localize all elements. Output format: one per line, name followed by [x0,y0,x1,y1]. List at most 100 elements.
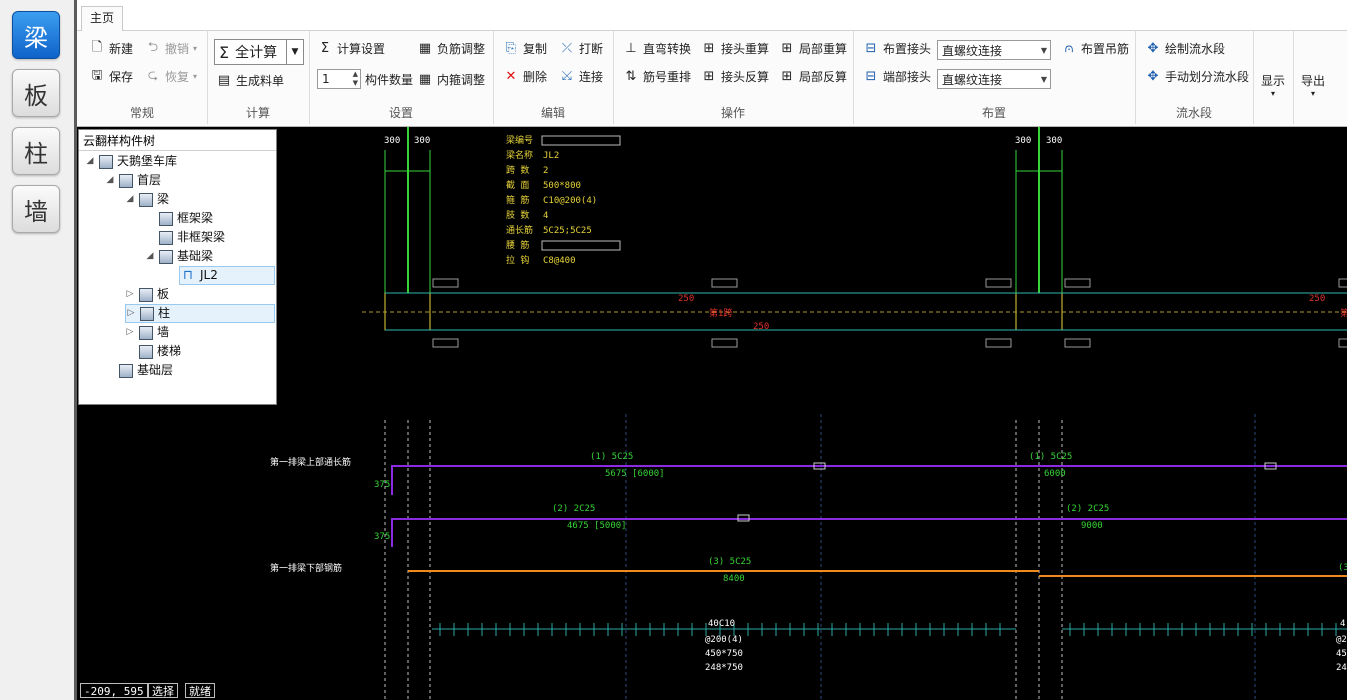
end-joint-type-select[interactable]: 直螺纹连接▼ [937,69,1051,89]
category-rail: 梁 板 柱 墙 [0,0,75,700]
tree-node-foundation-beam[interactable]: ◢基础梁 [145,247,213,266]
info-label: 通长筋 [506,224,533,236]
save-button[interactable]: 🖫保存 [89,68,133,85]
chevron-down-icon[interactable]: ▼ [286,40,303,64]
collapse-icon[interactable]: ◢ [106,175,114,185]
tree-node-column[interactable]: ▷柱 [125,304,275,323]
tree-title: 云翻样构件树 [79,130,276,151]
rebar-length: 6000 [1044,469,1066,479]
count-stepper[interactable]: 1▲▼ [317,69,361,89]
expand-icon[interactable]: ▷ [127,308,135,318]
draw-flow-icon: ✥ [1147,41,1159,56]
rebar-spec: (3) 5C25 [708,557,751,567]
collapse-icon[interactable]: ◢ [126,194,134,204]
tree-node-wall[interactable]: ▷墙 [125,323,169,342]
tree-node-frame-beam[interactable]: 框架梁 [159,209,213,228]
chevron-down-icon: ▾ [1311,89,1316,98]
expand-icon[interactable]: ▷ [126,327,134,337]
joint-recalc-button[interactable]: ⊞接头重算 [701,40,769,57]
draw-flow-button[interactable]: ✥绘制流水段 [1145,40,1225,57]
top-rebar-2[interactable] [391,518,1347,547]
group-label-calc: 计算 [245,106,270,120]
expand-icon[interactable]: ▷ [126,289,134,299]
waist-rebar-input[interactable] [541,240,621,251]
group-edit: ⎘复制 ⤫打断 ✕删除 ⤩连接 编辑 [493,30,614,124]
stirrup-adjust-button[interactable]: ▦内箍调整 [418,72,486,87]
tree-node-stairs[interactable]: 楼梯 [139,342,181,361]
sigma-gear-icon: Σ [320,41,330,56]
rail-beam-button[interactable]: 梁 [12,11,60,59]
rail-column-button[interactable]: 柱 [12,127,60,175]
undo-button[interactable]: ⮌撤销▾ [145,40,197,57]
group-label-edit: 编辑 [540,106,565,120]
tree-node-project[interactable]: ◢天鹅堡车库 [85,152,177,171]
rebar-labels: (1) 5C25 5675 [6000] (1) 5C25 6000 (2) 2… [552,452,1347,584]
gen-bill-button[interactable]: ▤生成料单 [217,73,285,88]
beam-number-input[interactable] [541,135,621,146]
rebar-length: 9000 [1081,521,1103,531]
redo-button[interactable]: ⮎恢复▾ [145,68,197,85]
joint-reverse-button[interactable]: ⊞接头反算 [701,68,769,85]
rail-wall-button[interactable]: 墙 [12,185,60,233]
break-button[interactable]: ⤫打断 [559,40,603,57]
folder-icon [139,287,153,302]
info-value: 2 [543,166,548,176]
chevron-down-icon: ▾ [193,72,198,81]
bend-convert-button[interactable]: ⊥直弯转换 [623,40,691,57]
span-label: 第1跨 [709,307,732,319]
chevron-down-icon: ▾ [193,44,198,53]
end-joint-button[interactable]: ⊟端部接头 [863,68,931,85]
rebar-joint-marker[interactable] [737,514,750,522]
place-joint-button[interactable]: ⊟布置接头 [863,40,931,57]
tree-node-nonframe-beam[interactable]: 非框架梁 [159,228,225,247]
save-icon: 🖫 [91,67,103,83]
status-mode[interactable]: 选择 [148,683,178,698]
local-recalc-button[interactable]: ⊞局部重算 [779,40,847,57]
rebar-joint-marker[interactable] [813,462,826,470]
manual-flow-icon: ✥ [1147,69,1159,84]
rebar-joint-marker[interactable] [1264,462,1277,470]
delete-button[interactable]: ✕删除 [503,68,547,85]
rebar-spec: (1) 5C25 [1029,452,1072,462]
renumber-button[interactable]: ⇅筋号重排 [623,68,691,85]
copy-button[interactable]: ⎘复制 [503,40,547,57]
tab-home[interactable]: 主页 [81,6,123,31]
hanger-icon: ⩀ [1064,41,1074,56]
folder-icon [139,192,153,207]
tree-node-foundation-layer[interactable]: 基础层 [119,361,173,380]
new-button[interactable]: 🗋新建 [89,40,133,57]
local-reverse-button[interactable]: ⊞局部反算 [779,68,847,85]
dim-text: 250 [678,294,694,304]
cad-canvas[interactable]: 300 300 300 300 250 250 250 第1跨 第 [77,127,1347,700]
export-button[interactable]: 导出▾ [1301,74,1326,98]
panel-splitter[interactable] [74,0,77,700]
collapse-icon[interactable]: ◢ [86,156,94,166]
ribbon-tabbar: 主页 [77,0,1347,31]
cad-drawing[interactable]: 300 300 300 300 250 250 250 第1跨 第 [77,127,1347,700]
group-label-layout: 布置 [981,106,1006,120]
tree-node-jl2[interactable]: ⊓JL2 [179,266,275,285]
tree-node-floor1[interactable]: ◢首层 [105,171,161,190]
info-label: 腰 筋 [506,239,529,251]
group-label-flow: 流水段 [1175,106,1212,120]
collapse-icon[interactable]: ◢ [146,251,154,261]
status-coords: -209, 595 [80,683,148,698]
place-hanger-button[interactable]: ⩀布置吊筋 [1061,40,1129,57]
rail-slab-button[interactable]: 板 [12,69,60,117]
connect-button[interactable]: ⤩连接 [559,68,603,85]
top-rebar-1[interactable] [391,465,1347,495]
manual-flow-button[interactable]: ✥手动划分流水段 [1145,68,1249,85]
info-value: C10@200(4) [543,196,597,206]
joint-type-select[interactable]: 直螺纹连接▼ [937,40,1051,60]
show-button[interactable]: 显示▾ [1261,74,1286,98]
neg-rebar-button[interactable]: ▦负筋调整 [418,41,486,56]
stirrup-row [432,623,1347,636]
tree-node-slab[interactable]: ▷板 [125,285,169,304]
rebar-length: 8400 [723,574,745,584]
stepper-arrows-icon[interactable]: ▲▼ [352,70,358,87]
tree-node-beam[interactable]: ◢梁 [125,190,169,209]
delete-icon: ✕ [505,69,517,84]
